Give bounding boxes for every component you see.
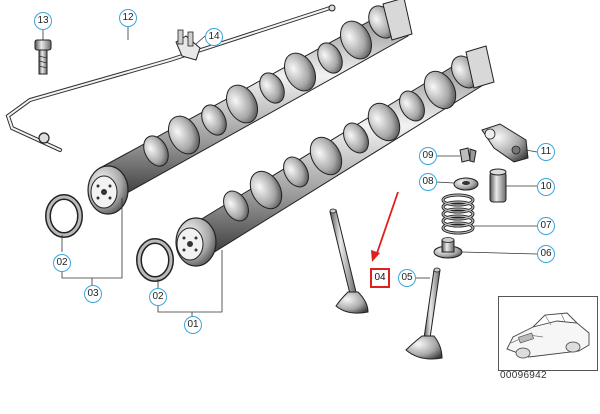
spring-retainer[interactable] (453, 177, 479, 191)
callout-10[interactable]: 10 (537, 178, 555, 196)
arrow-pointer-icon (371, 191, 399, 262)
seal-ring-lower[interactable] (136, 238, 174, 282)
callout-11[interactable]: 11 (537, 143, 555, 161)
upper-camshaft[interactable] (87, 0, 413, 215)
diagram-id: 00096942 (500, 370, 547, 381)
callout-05[interactable]: 05 (398, 269, 416, 287)
callout-07[interactable]: 07 (537, 217, 555, 235)
banjo-bolt[interactable] (34, 39, 52, 75)
callout-02-lower[interactable]: 02 (149, 288, 167, 306)
callout-09[interactable]: 09 (419, 147, 437, 165)
valve-keeper[interactable] (459, 147, 477, 163)
callout-14[interactable]: 14 (205, 28, 223, 46)
callout-13[interactable]: 13 (34, 12, 52, 30)
lower-camshaft[interactable] (175, 45, 495, 267)
bracket-clip[interactable] (175, 29, 201, 61)
callout-04-highlighted[interactable]: 04 (370, 268, 390, 288)
callout-08[interactable]: 08 (419, 173, 437, 191)
valve-stem-seal[interactable] (433, 237, 463, 259)
callout-02-upper[interactable]: 02 (53, 254, 71, 272)
valve-exhaust[interactable] (405, 267, 443, 360)
banjo-fitting (38, 132, 50, 144)
seal-ring-upper[interactable] (45, 194, 83, 238)
callout-01[interactable]: 01 (184, 316, 202, 334)
vehicle-thumbnail[interactable] (498, 296, 598, 371)
valve-intake[interactable] (329, 208, 369, 314)
hydraulic-lifter[interactable] (489, 168, 507, 203)
callout-03[interactable]: 03 (84, 285, 102, 303)
leader-lines (42, 26, 538, 318)
callout-12[interactable]: 12 (119, 9, 137, 27)
rocker-arm[interactable] (481, 123, 529, 163)
car-thumbnail-icon (506, 312, 590, 359)
callout-06[interactable]: 06 (537, 245, 555, 263)
valve-spring[interactable] (441, 193, 475, 235)
